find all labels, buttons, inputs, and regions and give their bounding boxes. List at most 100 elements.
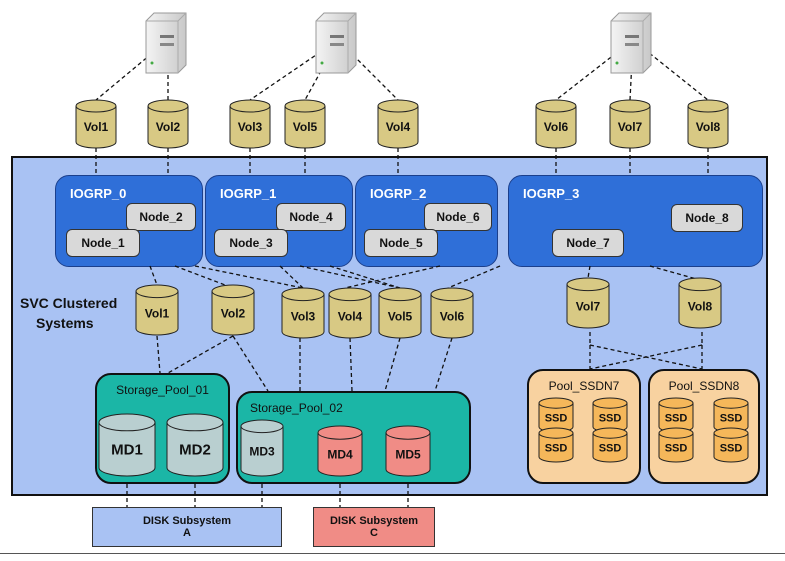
managed-disk[interactable]: MD1 — [98, 413, 156, 477]
server-icon[interactable] — [610, 12, 652, 74]
top-volume[interactable]: Vol4 — [377, 99, 419, 149]
ssd-disk[interactable]: SSD — [658, 427, 694, 463]
divider-line — [0, 553, 785, 554]
iogroup-3[interactable]: IOGRP_3 Node_8 Node_7 — [508, 175, 763, 267]
cylinder-label: Vol7 — [576, 299, 601, 313]
cylinder-label: Vol7 — [618, 120, 643, 134]
svc-label-line2: Systems — [36, 315, 94, 331]
cylinder-label: SSD — [599, 412, 622, 424]
node-6[interactable]: Node_6 — [424, 203, 492, 231]
iogroup-label: IOGRP_1 — [220, 186, 277, 201]
connection-line — [589, 344, 703, 370]
disk-subsystem-title: DISK Subsystem — [329, 515, 419, 527]
connection-line — [649, 265, 701, 281]
cylinder-label: MD2 — [179, 441, 211, 458]
svc-volume[interactable]: Vol7 — [566, 277, 610, 329]
svc-volume[interactable]: Vol4 — [328, 287, 372, 339]
iogroup-label: IOGRP_2 — [370, 186, 427, 201]
managed-disk[interactable]: MD2 — [166, 413, 224, 477]
cylinder-label: Vol2 — [156, 120, 181, 134]
node-8[interactable]: Node_8 — [671, 204, 743, 232]
cylinder-label: SSD — [665, 412, 688, 424]
managed-disk[interactable]: MD5 — [385, 425, 431, 477]
pool-label: Storage_Pool_02 — [250, 401, 343, 415]
cylinder-label: SSD — [665, 442, 688, 454]
connection-line — [174, 265, 234, 289]
connection-line — [304, 39, 339, 101]
top-volume[interactable]: Vol3 — [229, 99, 271, 149]
iogroup-label: IOGRP_3 — [523, 186, 580, 201]
cylinder-label: Vol1 — [84, 120, 109, 134]
svc-volume[interactable]: Vol3 — [281, 287, 325, 339]
top-volume[interactable]: Vol7 — [609, 99, 651, 149]
svc-volume[interactable]: Vol8 — [678, 277, 722, 329]
disk-subsystem-a[interactable]: DISK Subsystem A — [92, 507, 282, 547]
iogroup-1[interactable]: IOGRP_1 Node_4 Node_3 — [205, 175, 353, 267]
connection-line — [384, 337, 401, 392]
cylinder-label: Vol4 — [386, 120, 411, 134]
top-volume[interactable]: Vol8 — [687, 99, 729, 149]
node-2[interactable]: Node_2 — [126, 203, 196, 231]
connection-line — [156, 335, 161, 374]
disk-subsystem-id: A — [183, 527, 191, 539]
connection-line — [447, 265, 501, 289]
top-volume[interactable]: Vol2 — [147, 99, 189, 149]
cylinder-label: SSD — [720, 412, 743, 424]
connection-line — [149, 265, 158, 286]
node-4[interactable]: Node_4 — [276, 203, 346, 231]
top-volume[interactable]: Vol5 — [284, 99, 326, 149]
connection-line — [434, 337, 453, 392]
cylinder-label: SSD — [545, 442, 568, 454]
ssd-disk[interactable]: SSD — [538, 397, 574, 433]
connection-line — [587, 265, 591, 279]
managed-disk[interactable]: MD4 — [317, 425, 363, 477]
disk-subsystem-c[interactable]: DISK Subsystem C — [313, 507, 435, 547]
pool-label: Pool_SSDN7 — [548, 379, 620, 393]
iogroup-2[interactable]: IOGRP_2 Node_6 Node_5 — [355, 175, 498, 267]
ssd-disk[interactable]: SSD — [658, 397, 694, 433]
connection-line — [299, 265, 401, 289]
pool-label: Pool_SSDN8 — [668, 379, 740, 393]
cylinder-label: MD5 — [395, 448, 421, 462]
ssd-disk[interactable]: SSD — [538, 427, 574, 463]
cylinder-label: Vol5 — [388, 309, 413, 323]
cylinder-label: Vol6 — [544, 120, 569, 134]
node-7[interactable]: Node_7 — [552, 229, 624, 257]
node-3[interactable]: Node_3 — [214, 229, 288, 257]
ssd-disk[interactable]: SSD — [592, 397, 628, 433]
ssd-disk[interactable]: SSD — [713, 427, 749, 463]
node-5[interactable]: Node_5 — [364, 229, 438, 257]
cylinder-label: Vol5 — [293, 120, 318, 134]
top-volume[interactable]: Vol1 — [75, 99, 117, 149]
connection-line — [194, 265, 304, 289]
cylinder-label: Vol8 — [688, 299, 713, 313]
connection-line — [232, 335, 269, 392]
svc-volume[interactable]: Vol1 — [135, 284, 179, 336]
ssd-disk[interactable]: SSD — [713, 397, 749, 433]
iogroup-label: IOGRP_0 — [70, 186, 127, 201]
server-icon[interactable] — [315, 12, 357, 74]
server-icon[interactable] — [145, 12, 187, 74]
managed-disk[interactable]: MD3 — [240, 419, 284, 477]
disk-subsystem-title: DISK Subsystem — [142, 515, 232, 527]
cylinder-label: Vol2 — [221, 306, 246, 320]
top-volume[interactable]: Vol6 — [535, 99, 577, 149]
cylinder-label: Vol4 — [338, 309, 363, 323]
svc-volume[interactable]: Vol6 — [430, 287, 474, 339]
cylinder-label: MD1 — [111, 441, 143, 458]
connection-line — [279, 265, 304, 289]
cylinder-label: SSD — [720, 442, 743, 454]
pool-label: Storage_Pool_01 — [116, 383, 209, 397]
cylinder-label: Vol6 — [440, 309, 465, 323]
svc-volume[interactable]: Vol2 — [211, 284, 255, 336]
svc-label: SVC Clustered Systems — [20, 293, 140, 333]
ssd-disk[interactable]: SSD — [592, 427, 628, 463]
svc-volume[interactable]: Vol5 — [378, 287, 422, 339]
node-1[interactable]: Node_1 — [66, 229, 140, 257]
svc-label-line1: SVC Clustered — [20, 295, 118, 311]
cylinder-label: MD4 — [327, 448, 353, 462]
cylinder-label: Vol3 — [291, 309, 316, 323]
iogroup-0[interactable]: IOGRP_0 Node_2 Node_1 — [55, 175, 203, 267]
cylinder-label: MD3 — [249, 444, 275, 458]
